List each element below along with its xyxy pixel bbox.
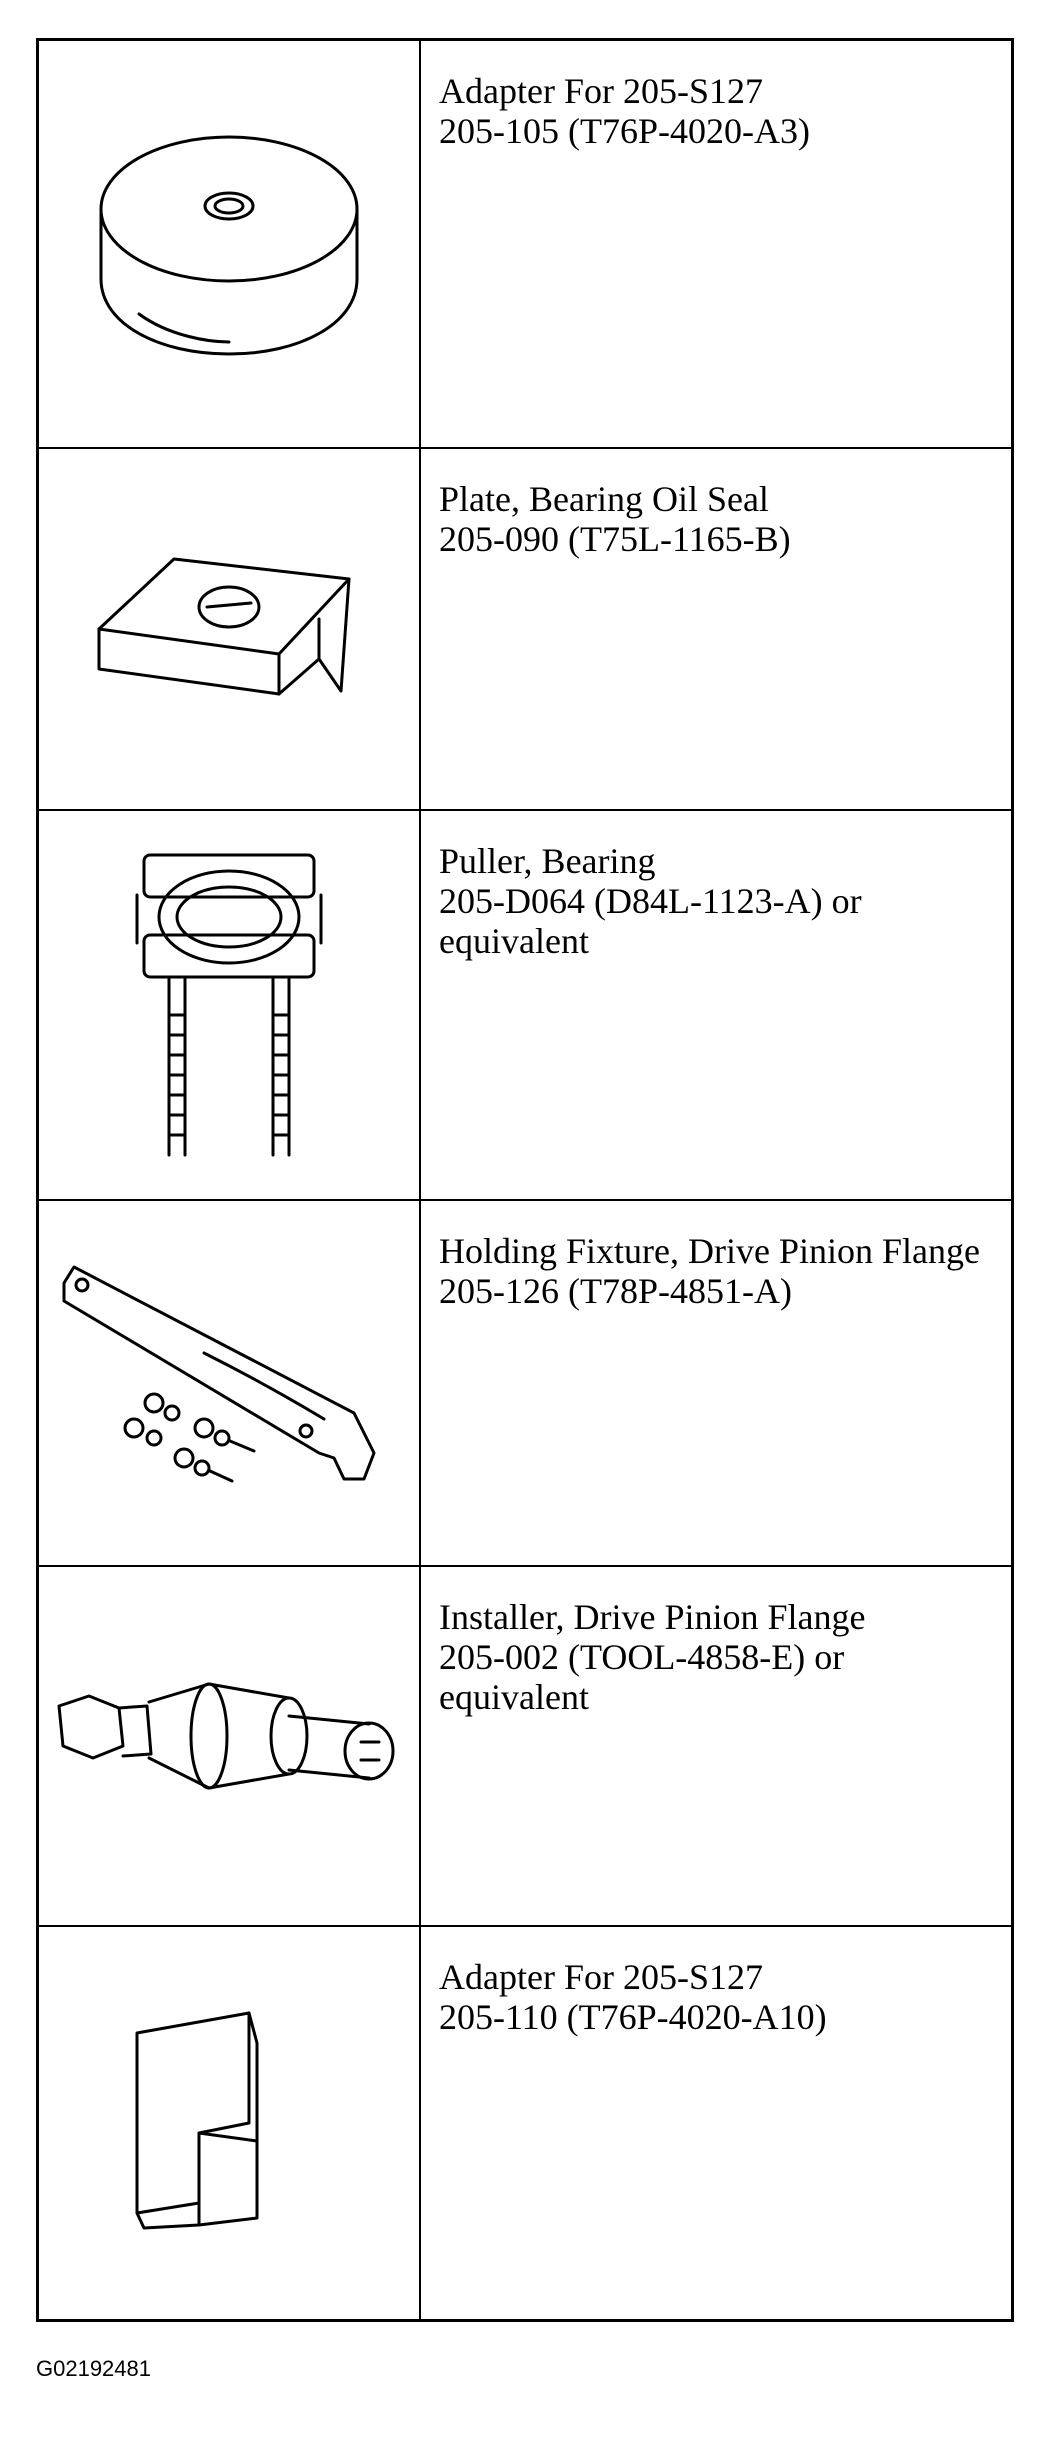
tool-description: Puller, Bearing 205-D064 (D84L-1123-A) o… [421, 811, 1011, 1199]
tool-name: Puller, Bearing [439, 841, 656, 881]
tool-number: 205-D064 (D84L-1123-A) or [439, 881, 862, 921]
figure-code: G02192481 [36, 2356, 151, 2381]
tool-number: 205-105 (T76P-4020-A3) [439, 111, 810, 151]
tool-image-cell [39, 1567, 421, 1925]
tool-description: Installer, Drive Pinion Flange 205-002 (… [421, 1567, 1011, 1925]
tool-number: 205-090 (T75L-1165-B) [439, 519, 791, 559]
tool-name: Holding Fixture, Drive Pinion Flange [439, 1231, 980, 1271]
flange-installer-icon [57, 1682, 395, 1790]
tool-image-cell [39, 1201, 421, 1565]
tool-description: Adapter For 205-S127 205-110 (T76P-4020-… [421, 1927, 1011, 2319]
adapter-disc-icon [99, 135, 359, 356]
tool-number-extra: equivalent [439, 921, 589, 961]
tool-number-extra: equivalent [439, 1677, 589, 1717]
tool-row: Adapter For 205-S127 205-105 (T76P-4020-… [39, 41, 1011, 449]
oil-seal-plate-icon [97, 557, 351, 696]
tool-image-cell [39, 1927, 421, 2319]
tool-name: Adapter For 205-S127 [439, 71, 763, 111]
tool-row: Puller, Bearing 205-D064 (D84L-1123-A) o… [39, 811, 1011, 1201]
holding-fixture-icon [62, 1265, 376, 1483]
special-tools-table: Adapter For 205-S127 205-105 (T76P-4020-… [36, 38, 1014, 2322]
adapter-block-icon [135, 2011, 259, 2230]
tool-number: 205-002 (TOOL-4858-E) or [439, 1637, 845, 1677]
tool-row: Adapter For 205-S127 205-110 (T76P-4020-… [39, 1927, 1011, 2319]
tool-image-cell [39, 811, 421, 1199]
tool-number: 205-126 (T78P-4851-A) [439, 1271, 792, 1311]
tool-row: Plate, Bearing Oil Seal 205-090 (T75L-11… [39, 449, 1011, 811]
tool-name: Plate, Bearing Oil Seal [439, 479, 769, 519]
tool-description: Adapter For 205-S127 205-105 (T76P-4020-… [421, 41, 1011, 447]
tool-name: Installer, Drive Pinion Flange [439, 1597, 866, 1637]
tool-row: Installer, Drive Pinion Flange 205-002 (… [39, 1567, 1011, 1927]
tool-description: Holding Fixture, Drive Pinion Flange 205… [421, 1201, 1011, 1565]
tool-row: Holding Fixture, Drive Pinion Flange 205… [39, 1201, 1011, 1567]
bearing-puller-icon [135, 853, 323, 1157]
tool-image-cell [39, 41, 421, 447]
tool-description: Plate, Bearing Oil Seal 205-090 (T75L-11… [421, 449, 1011, 809]
tool-number: 205-110 (T76P-4020-A10) [439, 1997, 827, 2037]
tool-name: Adapter For 205-S127 [439, 1957, 763, 1997]
tool-image-cell [39, 449, 421, 809]
